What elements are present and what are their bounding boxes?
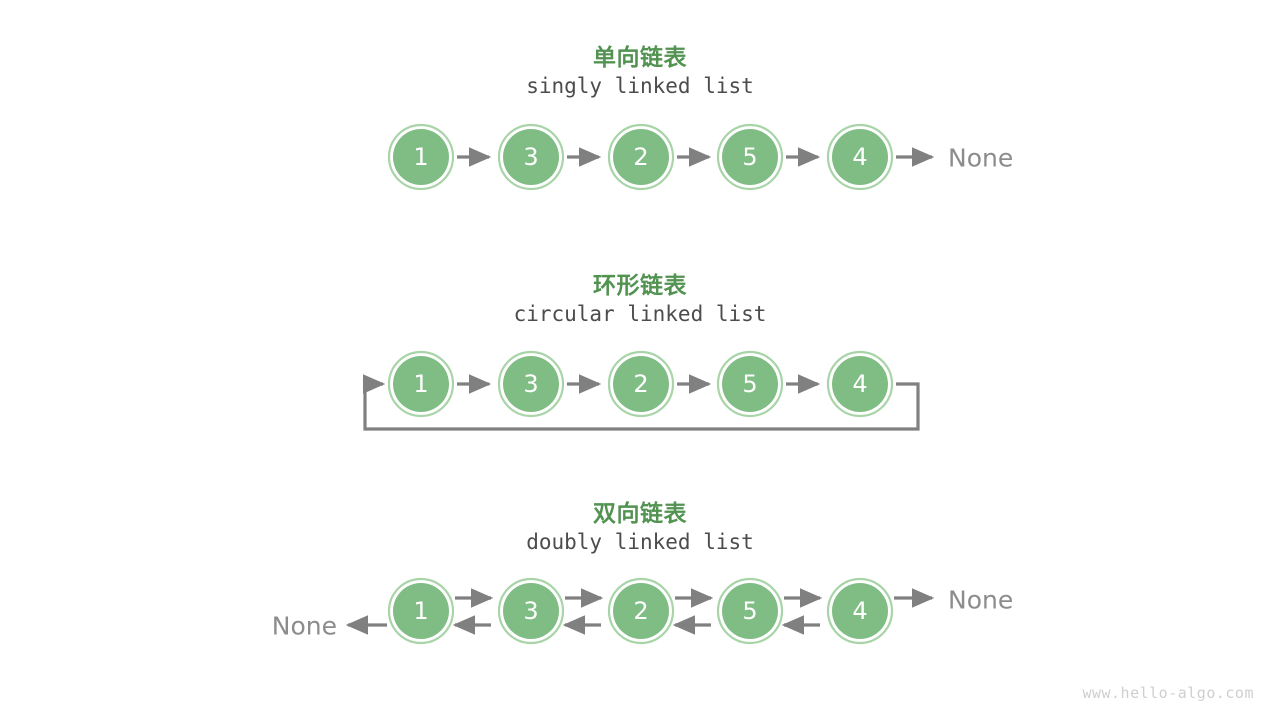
circular-title-zh: 环形链表 (593, 273, 687, 299)
singly-title-zh: 单向链表 (593, 45, 687, 71)
doubly-title-zh: 双向链表 (593, 501, 687, 527)
node-label-circular-4: 4 (852, 370, 868, 398)
singly-title-en: singly linked list (526, 74, 754, 98)
node-label-singly-2: 2 (633, 143, 649, 171)
node-label-singly-0: 1 (413, 143, 429, 171)
node-label-circular-1: 3 (523, 370, 539, 398)
node-label-singly-1: 3 (523, 143, 539, 171)
node-label-circular-3: 5 (742, 370, 758, 398)
node-label-singly-4: 4 (852, 143, 868, 171)
node-label-doubly-3: 5 (742, 597, 758, 625)
row-singly-graphics (387, 123, 935, 191)
doubly-title-en: doubly linked list (526, 530, 754, 554)
node-label-doubly-2: 2 (633, 597, 649, 625)
singly-tail-none-label: None (948, 143, 1014, 173)
node-label-circular-0: 1 (413, 370, 429, 398)
node-label-doubly-0: 1 (413, 597, 429, 625)
node-label-doubly-1: 3 (523, 597, 539, 625)
doubly-tail-none-label: None (948, 585, 1014, 615)
circular-title-en: circular linked list (513, 302, 767, 326)
doubly-head-none-label: None (271, 611, 337, 641)
watermark: www.hello-algo.com (1082, 684, 1254, 702)
node-label-doubly-4: 4 (852, 597, 868, 625)
node-label-singly-3: 5 (742, 143, 758, 171)
node-label-circular-2: 2 (633, 370, 649, 398)
